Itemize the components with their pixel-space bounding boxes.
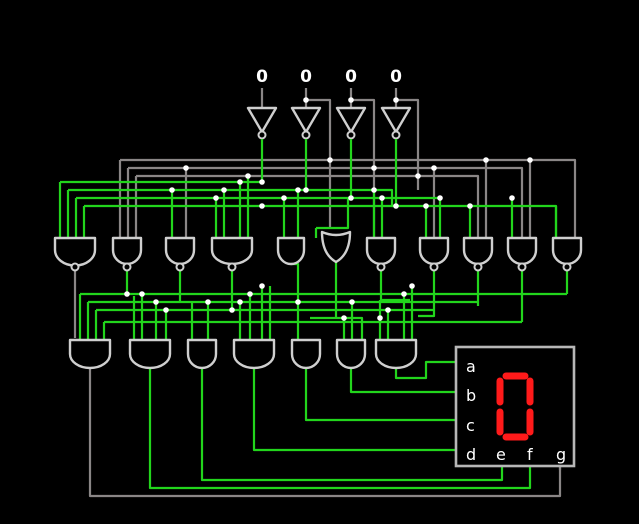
input-4-value[interactable]: 0 bbox=[390, 67, 402, 87]
and-gate-r2-5 bbox=[290, 338, 322, 370]
seg-label-a: a bbox=[466, 357, 476, 376]
nand-gate-r1-1 bbox=[53, 236, 97, 272]
seg-label-d: d bbox=[466, 445, 476, 464]
seven-segment-display: a b c d e f g bbox=[454, 345, 576, 468]
and-gate-r2-4 bbox=[232, 338, 276, 370]
seg-label-f: f bbox=[527, 445, 533, 464]
digit-zero-segments bbox=[496, 372, 534, 441]
display-frame bbox=[454, 345, 576, 468]
seg-label-c: c bbox=[466, 416, 475, 435]
seg-label-g: g bbox=[556, 445, 566, 464]
nand-gate-r1-2 bbox=[111, 236, 143, 272]
or-gate-r1-6 bbox=[320, 230, 352, 264]
nand-gate-r1-11 bbox=[551, 236, 583, 272]
input-1-value[interactable]: 0 bbox=[256, 67, 268, 87]
and-gate-r2-3 bbox=[186, 338, 218, 370]
nand-gate-r1-4 bbox=[210, 236, 254, 272]
nand-gate-r1-7 bbox=[365, 236, 397, 272]
nand-gate-r1-10 bbox=[506, 236, 538, 272]
and-gate-r2-7 bbox=[374, 338, 418, 370]
seg-label-b: b bbox=[466, 386, 476, 405]
and-gate-r2-1 bbox=[68, 338, 112, 370]
not-gate-4 bbox=[380, 106, 412, 140]
nand-gate-r1-8 bbox=[418, 236, 450, 272]
input-3-value[interactable]: 0 bbox=[345, 67, 357, 87]
input-section: 0 0 0 0 bbox=[246, 67, 420, 176]
and-gate-r2-6 bbox=[335, 338, 367, 370]
input-taps bbox=[306, 98, 420, 176]
input-2-value[interactable]: 0 bbox=[300, 67, 312, 87]
and-gate-r1-5 bbox=[276, 236, 306, 266]
not-gate-2 bbox=[290, 106, 322, 140]
nand-gate-r1-3 bbox=[164, 236, 196, 272]
seg-label-e: e bbox=[496, 445, 506, 464]
active-wires bbox=[58, 139, 569, 490]
not-gate-3 bbox=[335, 106, 367, 140]
gate-row-2 bbox=[68, 338, 418, 370]
junction-dots bbox=[124, 97, 533, 321]
and-gate-r2-2 bbox=[128, 338, 172, 370]
not-gate-1 bbox=[246, 106, 278, 140]
gate-row-1 bbox=[53, 230, 583, 272]
nand-gate-r1-9 bbox=[462, 236, 494, 272]
